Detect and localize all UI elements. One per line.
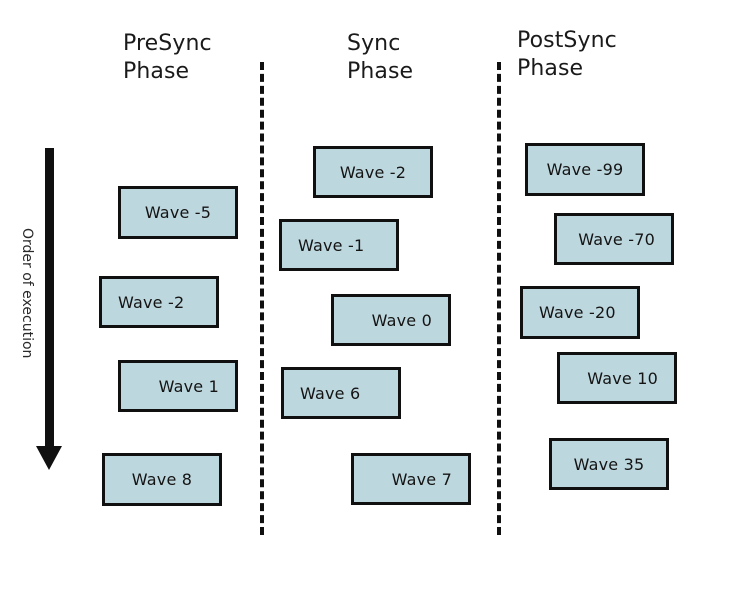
wave-box-label: Wave -99 (546, 160, 624, 179)
wave-box-label: Wave -20 (539, 303, 616, 322)
wave-box[interactable]: Wave -2 (313, 146, 433, 198)
wave-box[interactable]: Wave 35 (549, 438, 669, 490)
wave-box[interactable]: Wave -20 (520, 286, 640, 339)
wave-box[interactable]: Wave 0 (331, 294, 451, 346)
divider-sync-postsync (497, 62, 501, 535)
wave-box-label: Wave 6 (300, 383, 361, 403)
wave-box[interactable]: Wave 7 (351, 453, 471, 505)
wave-box-label: Wave -5 (144, 203, 212, 222)
wave-box[interactable]: Wave -99 (525, 143, 645, 196)
wave-box-label: Wave -2 (339, 162, 407, 182)
wave-box-label: Wave 8 (131, 470, 193, 489)
wave-box[interactable]: Wave -1 (279, 219, 399, 271)
wave-box[interactable]: Wave -5 (118, 186, 238, 239)
wave-box[interactable]: Wave 1 (118, 360, 238, 412)
wave-box[interactable]: Wave -70 (554, 213, 674, 265)
wave-box-label: Wave -70 (578, 229, 655, 249)
column-heading-postsync: PostSync Phase (517, 28, 617, 82)
wave-box-label: Wave 7 (391, 469, 452, 489)
wave-box-label: Wave -1 (298, 235, 365, 255)
wave-box[interactable]: Wave 8 (102, 453, 222, 506)
wave-box-label: Wave 35 (573, 454, 645, 474)
wave-box[interactable]: Wave -2 (99, 276, 219, 328)
order-of-execution-arrow-shaft (45, 148, 54, 448)
order-of-execution-arrow-head (36, 446, 62, 470)
wave-box[interactable]: Wave 6 (281, 367, 401, 419)
wave-box-label: Wave 1 (158, 376, 219, 396)
order-of-execution-label: Order of execution (19, 228, 35, 359)
wave-box[interactable]: Wave 10 (557, 352, 677, 404)
column-heading-sync: Sync Phase (347, 31, 414, 85)
wave-box-label: Wave 10 (587, 368, 658, 388)
column-heading-presync: PreSync Phase (123, 31, 212, 85)
wave-box-label: Wave 0 (371, 310, 432, 330)
divider-presync-sync (260, 62, 264, 535)
wave-box-label: Wave -2 (118, 292, 185, 312)
